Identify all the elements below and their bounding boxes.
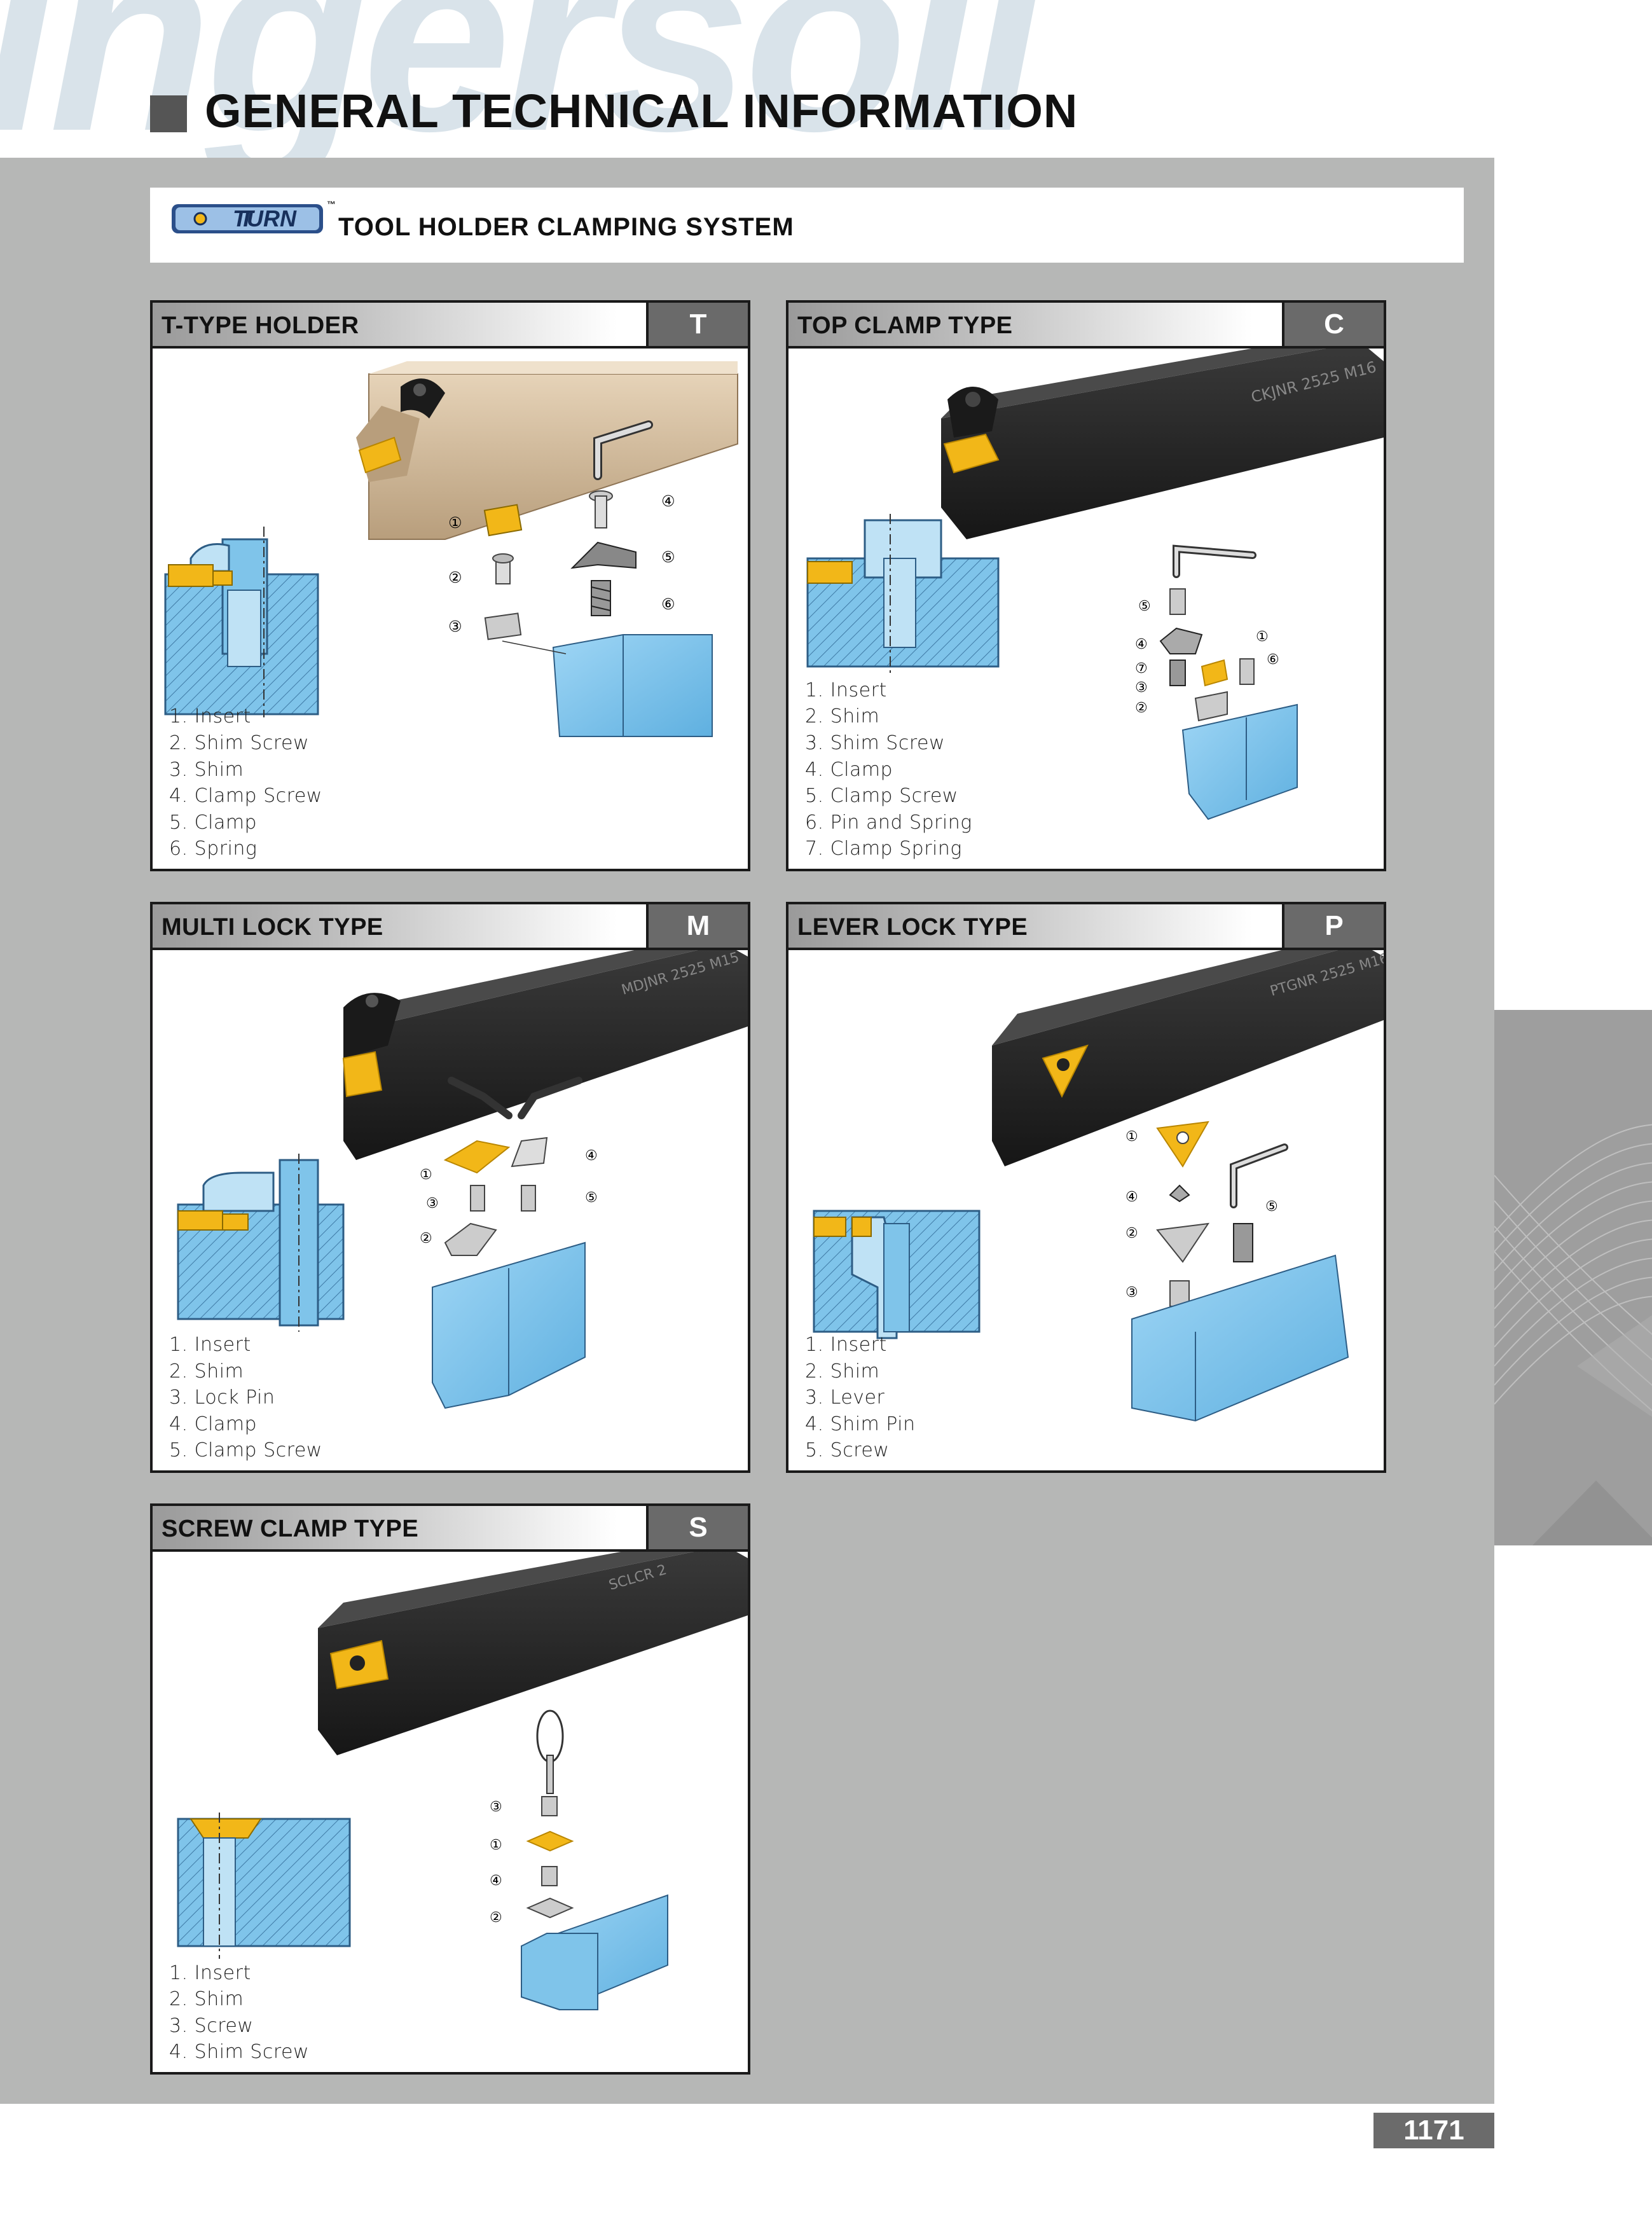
page-title: GENERAL TECHNICAL INFORMATION (205, 85, 1078, 137)
list-item: 2. Shim (805, 1360, 880, 1383)
callout-1: ① (490, 1837, 502, 1853)
callout-7: ⑦ (1135, 661, 1148, 677)
top-clamp-illustration: CKJNR 2525 M16 ⑤ ④ ⑦ ③ ① ⑥ ② (806, 349, 1384, 820)
screw-clamp-illustration: SCLCR 2 ③ ① ④ ② (177, 1552, 748, 2011)
list-item: 1. Insert (805, 679, 887, 701)
header-square-icon (150, 95, 187, 132)
list-item: 2. Shim (169, 1988, 244, 2011)
callout-2: ② (420, 1231, 432, 1247)
side-decor-tab (1494, 1010, 1652, 1545)
card-top-clamp-type: TOP CLAMP TYPE C CKJNR 2525 M16 ⑤ ④ ⑦ ③ … (786, 300, 1386, 871)
card-title: LEVER LOCK TYPE (797, 914, 1028, 941)
card-screw-clamp-type: SCREW CLAMP TYPE S SCLCR 2 ③ ① ④ ② 1. In… (150, 1503, 750, 2075)
callout-5: ⑤ (661, 548, 675, 566)
callout-5: ⑤ (585, 1190, 598, 1206)
card-code-badge: T (646, 303, 748, 346)
callout-5: ⑤ (1138, 598, 1151, 614)
parts-list: 1. Insert 2. Shim 3. Lever 4. Shim Pin 5… (805, 1332, 916, 1464)
card-title: SCREW CLAMP TYPE (162, 1516, 419, 1542)
callout-5: ⑤ (1265, 1199, 1278, 1215)
list-item: 4. Shim Pin (805, 1413, 916, 1435)
card-code-badge: C (1282, 303, 1384, 346)
system-banner: T TURN ™ TOOL HOLDER CLAMPING SYSTEM (150, 188, 1464, 263)
page-number: 1171 (1373, 2113, 1494, 2148)
callout-4: ④ (490, 1873, 502, 1889)
list-item: 5. Clamp (169, 811, 258, 834)
card-header: T-TYPE HOLDER T (153, 303, 748, 349)
card-title: T-TYPE HOLDER (162, 312, 359, 339)
callout-1: ① (1256, 629, 1269, 645)
card-code-badge: P (1282, 904, 1384, 948)
parts-list: 1. Insert 2. Shim 3. Shim Screw 4. Clamp… (805, 677, 972, 862)
card-multi-lock-type: MULTI LOCK TYPE M MDJNR 2525 M15 ④ ① ③ ⑤… (150, 902, 750, 1473)
callout-6: ⑥ (1267, 652, 1279, 668)
callout-2: ② (1125, 1226, 1138, 1241)
svg-text:TURN: TURN (233, 205, 297, 231)
list-item: 2. Shim Screw (169, 732, 310, 755)
list-item: 4. Clamp Screw (169, 785, 322, 808)
card-header: TOP CLAMP TYPE C (788, 303, 1384, 349)
list-item: 1. Insert (169, 1334, 251, 1357)
parts-list: 1. Insert 2. Shim 3. Lock Pin 4. Clamp 5… (169, 1332, 322, 1464)
lever-lock-illustration: PTGNR 2525 M16 ① ④ ② ⑤ ③ (813, 950, 1384, 1422)
callout-2: ② (1135, 700, 1148, 716)
list-item: 1. Insert (169, 1961, 251, 1984)
callout-3: ③ (1135, 680, 1148, 696)
svg-text:T: T (240, 205, 256, 231)
callout-4: ④ (585, 1148, 598, 1164)
callout-1: ① (420, 1167, 432, 1183)
card-header: MULTI LOCK TYPE M (153, 904, 748, 950)
list-item: 5. Clamp Screw (169, 1439, 322, 1462)
callout-3: ③ (448, 618, 462, 635)
list-item: 5. Screw (805, 1439, 890, 1462)
card-code-badge: M (646, 904, 748, 948)
list-item: 5. Clamp Screw (805, 785, 958, 808)
toturn-logo: T TURN (169, 200, 326, 237)
banner-subtitle: TOOL HOLDER CLAMPING SYSTEM (338, 213, 794, 241)
list-item: 2. Shim (169, 1360, 244, 1383)
card-header: LEVER LOCK TYPE P (788, 904, 1384, 950)
list-item: 3. Shim (169, 758, 244, 781)
list-item: 3. Shim Screw (805, 732, 946, 755)
card-code-badge: S (646, 1506, 748, 1549)
callout-3: ③ (1125, 1285, 1138, 1301)
callout-2: ② (490, 1910, 502, 1926)
card-header: SCREW CLAMP TYPE S (153, 1506, 748, 1552)
callout-4: ④ (661, 492, 675, 510)
multi-lock-illustration: MDJNR 2525 M15 ④ ① ③ ⑤ ② (177, 950, 748, 1409)
callout-4: ④ (1125, 1189, 1138, 1205)
t-type-illustration: ① ② ③ ④ ⑤ ⑥ (164, 361, 738, 737)
brand-watermark: ingersoll (0, 0, 1043, 187)
list-item: 6. Spring (169, 838, 258, 860)
list-item: 4. Clamp (805, 758, 893, 781)
list-item: 2. Shim (805, 705, 880, 728)
callout-3: ③ (426, 1196, 439, 1212)
list-item: 4. Shim Screw (169, 2041, 310, 2064)
list-item: 3. Lever (805, 1386, 885, 1409)
list-item: 1. Insert (805, 1334, 887, 1357)
card-title: MULTI LOCK TYPE (162, 914, 383, 941)
list-item: 1. Insert (169, 705, 251, 728)
callout-4: ④ (1135, 637, 1148, 653)
list-item: 3. Screw (169, 2014, 254, 2037)
callout-6: ⑥ (661, 595, 675, 613)
callout-1: ① (1125, 1129, 1138, 1145)
list-item: 7. Clamp Spring (805, 838, 962, 860)
list-item: 4. Clamp (169, 1413, 258, 1435)
callout-3: ③ (490, 1799, 502, 1815)
card-t-type-holder: T-TYPE HOLDER T ① ② ③ ④ ⑤ ⑥ (150, 300, 750, 871)
callout-1: ① (448, 514, 462, 532)
list-item: 3. Lock Pin (169, 1386, 275, 1409)
card-lever-lock-type: LEVER LOCK TYPE P PTGNR 2525 M16 ① ④ ② ⑤… (786, 902, 1386, 1473)
list-item: 6. Pin and Spring (805, 811, 972, 834)
trademark-symbol: ™ (327, 199, 336, 209)
card-title: TOP CLAMP TYPE (797, 312, 1013, 339)
parts-list: 1. Insert 2. Shim 3. Screw 4. Shim Screw (169, 1960, 309, 2066)
parts-list: 1. Insert 2. Shim Screw 3. Shim 4. Clamp… (169, 703, 322, 862)
callout-2: ② (448, 569, 462, 586)
